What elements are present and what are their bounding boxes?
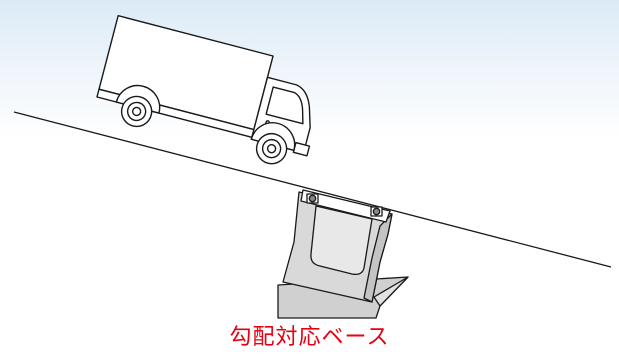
truck-front-wheel — [255, 132, 288, 165]
truck-bumper — [292, 141, 311, 157]
base-housing-side — [363, 213, 393, 303]
base-bolt-right — [370, 206, 383, 217]
base-top-plate — [300, 189, 391, 223]
base-bolt-left — [306, 193, 319, 204]
sloped-base-icon — [277, 189, 409, 319]
diagram-caption: 勾配対応ベース — [229, 325, 390, 350]
truck-window — [265, 86, 304, 125]
truck-icon — [96, 14, 311, 165]
base-window — [310, 205, 373, 276]
truck-rear-wheel — [120, 95, 153, 128]
base-wedge-face — [373, 276, 409, 307]
ground-slope-line — [13, 111, 612, 268]
